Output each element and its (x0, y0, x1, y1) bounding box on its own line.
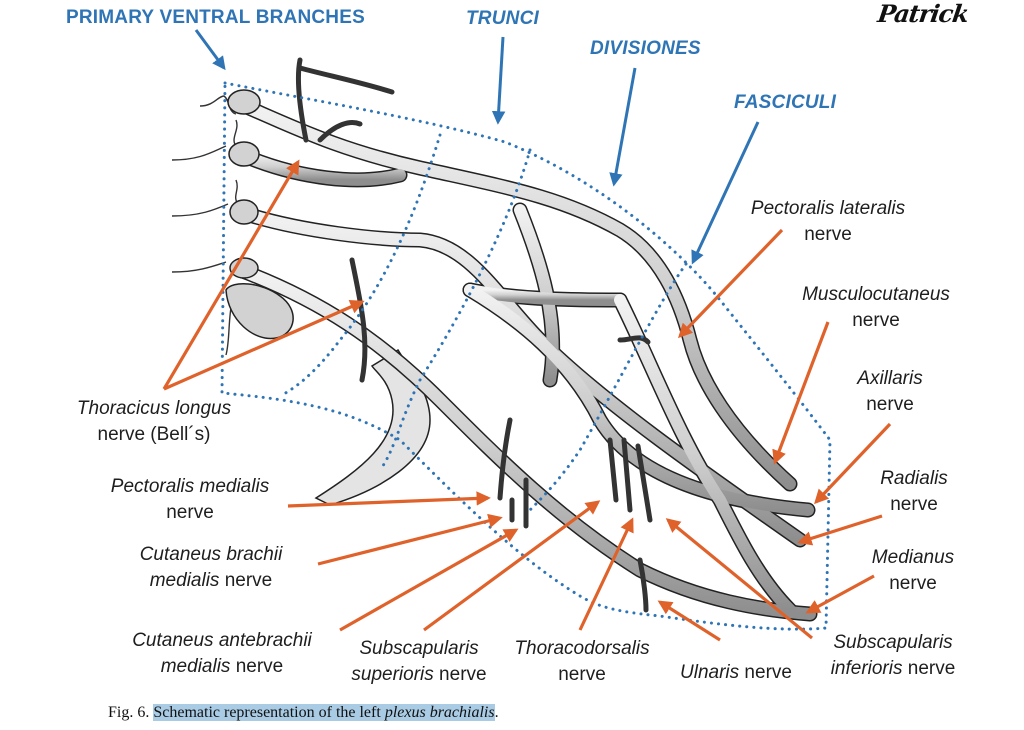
label-subscapularis-inferioris: Subscapularis inferioris nerve (818, 630, 968, 682)
vessel-shape (314, 348, 431, 506)
figure-caption: Fig. 6. Schematic representation of the … (108, 704, 499, 722)
label-medianus-nerve: nerve (889, 573, 937, 594)
label-ulnaris-nerve: nerve (739, 662, 792, 683)
label-thoracicus-longus: Thoracicus longus nerve (Bell´s) (62, 396, 246, 448)
label-subscapularis-inferioris-name1: Subscapularis (833, 632, 953, 653)
label-axillaris-name: Axillaris (857, 368, 923, 389)
radialis-arrow (797, 514, 883, 546)
thoracicus-longus-arrow-1 (162, 159, 300, 390)
label-cutaneus-antebrachii-name2: medialis (160, 656, 231, 677)
label-pectoralis-lateralis-nerve: nerve (804, 224, 852, 245)
label-cutaneus-antebrachii-nerve: nerve (230, 656, 284, 677)
caption-highlighted-text[interactable]: Schematic representation of the left ple… (153, 704, 495, 721)
musculocutaneus-arrow (772, 321, 830, 465)
caption-italic-term: plexus brachialis (384, 704, 495, 721)
nerves (225, 57, 818, 622)
header-divisiones: DIVISIONES (590, 38, 701, 59)
pectoralis-medialis-arrow (287, 491, 491, 508)
thoracicus-longus-arrow-2 (163, 300, 365, 391)
header-primary-ventral-branches: PRIMARY VENTRAL BRANCHES (66, 7, 365, 28)
label-thoracicus-longus-name: Thoracicus longus (76, 398, 232, 419)
label-subscapularis-superioris-name2: superioris (351, 664, 434, 685)
thoracodorsalis-arrow (578, 517, 634, 631)
cutaneus-antebrachii-arrow (339, 528, 519, 632)
label-thoracicus-longus-nerve: nerve (Bell´s) (97, 424, 211, 445)
header-arrows (194, 29, 760, 265)
label-subscapularis-superioris-nerve: nerve (433, 664, 487, 685)
label-medianus-name: Medianus (871, 547, 955, 568)
label-cutaneus-brachii-name2: medialis (149, 570, 220, 591)
medianus-arrow (805, 574, 875, 614)
label-cutaneus-brachii-medialis: Cutaneus brachii medialis nerve (114, 542, 308, 594)
label-thoracodorsalis-name: Thoracodorsalis (514, 638, 650, 659)
label-subscapularis-inferioris-nerve: nerve (902, 658, 956, 679)
label-pectoralis-medialis: Pectoralis medialis nerve (94, 474, 286, 526)
axillaris-arrow (814, 422, 892, 505)
label-musculocutaneus-name: Musculocutaneus (802, 284, 950, 305)
label-axillaris-nerve: nerve (866, 394, 914, 415)
label-thoracodorsalis-nerve: nerve (558, 664, 606, 685)
divisiones-arrow (609, 67, 637, 187)
pectoralis-lateralis-arrow (678, 228, 784, 339)
subscapularis-inferioris-arrow (665, 518, 814, 640)
label-subscapularis-superioris-name1: Subscapularis (359, 638, 479, 659)
vertebrae-outlines (171, 95, 239, 356)
label-cutaneus-brachii-nerve: nerve (219, 570, 273, 591)
caption-text: Schematic representation of the left (153, 704, 385, 721)
label-musculocutaneus: Musculocutaneus nerve (784, 282, 968, 334)
label-subscapularis-inferioris-name2: inferioris (830, 658, 903, 679)
label-pectoralis-lateralis-name: Pectoralis lateralis (750, 198, 906, 219)
label-cutaneus-antebrachii-medialis: Cutaneus antebrachii medialis nerve (112, 628, 332, 680)
label-cutaneus-brachii-name1: Cutaneus brachii (139, 544, 283, 565)
label-cutaneus-antebrachii-name1: Cutaneus antebrachii (132, 630, 312, 651)
caption-prefix: Fig. 6. (108, 704, 154, 721)
label-ulnaris-name: Ulnaris (680, 662, 740, 683)
header-trunci: TRUNCI (466, 8, 539, 29)
label-radialis-nerve: nerve (890, 494, 938, 515)
header-fasciculi: FASCICULI (734, 92, 837, 113)
label-axillaris: Axillaris nerve (836, 366, 944, 418)
label-pectoralis-lateralis: Pectoralis lateralis nerve (744, 196, 912, 248)
label-thoracodorsalis: Thoracodorsalis nerve (500, 636, 664, 688)
artist-signature: Patrick (875, 0, 971, 28)
label-musculocutaneus-nerve: nerve (852, 310, 900, 331)
label-pectoralis-medialis-name: Pectoralis medialis (110, 476, 270, 497)
pointer-arrows (162, 159, 892, 642)
cutaneus-brachii-arrow (317, 513, 503, 566)
label-medianus: Medianus nerve (852, 545, 974, 597)
ulnaris-arrow (657, 600, 721, 642)
fasciculi-arrow (691, 121, 760, 265)
label-radialis-name: Radialis (880, 468, 948, 489)
primary-ventral-branches-arrow (194, 29, 226, 71)
caption-suffix: . (494, 704, 499, 721)
label-subscapularis-superioris: Subscapularis superioris nerve (336, 636, 502, 688)
trunci-arrow (491, 36, 506, 125)
subscapularis-superioris-arrow (423, 500, 601, 632)
label-pectoralis-medialis-nerve: nerve (166, 502, 214, 523)
label-radialis: Radialis nerve (860, 466, 968, 518)
label-ulnaris: Ulnaris nerve (666, 660, 806, 686)
